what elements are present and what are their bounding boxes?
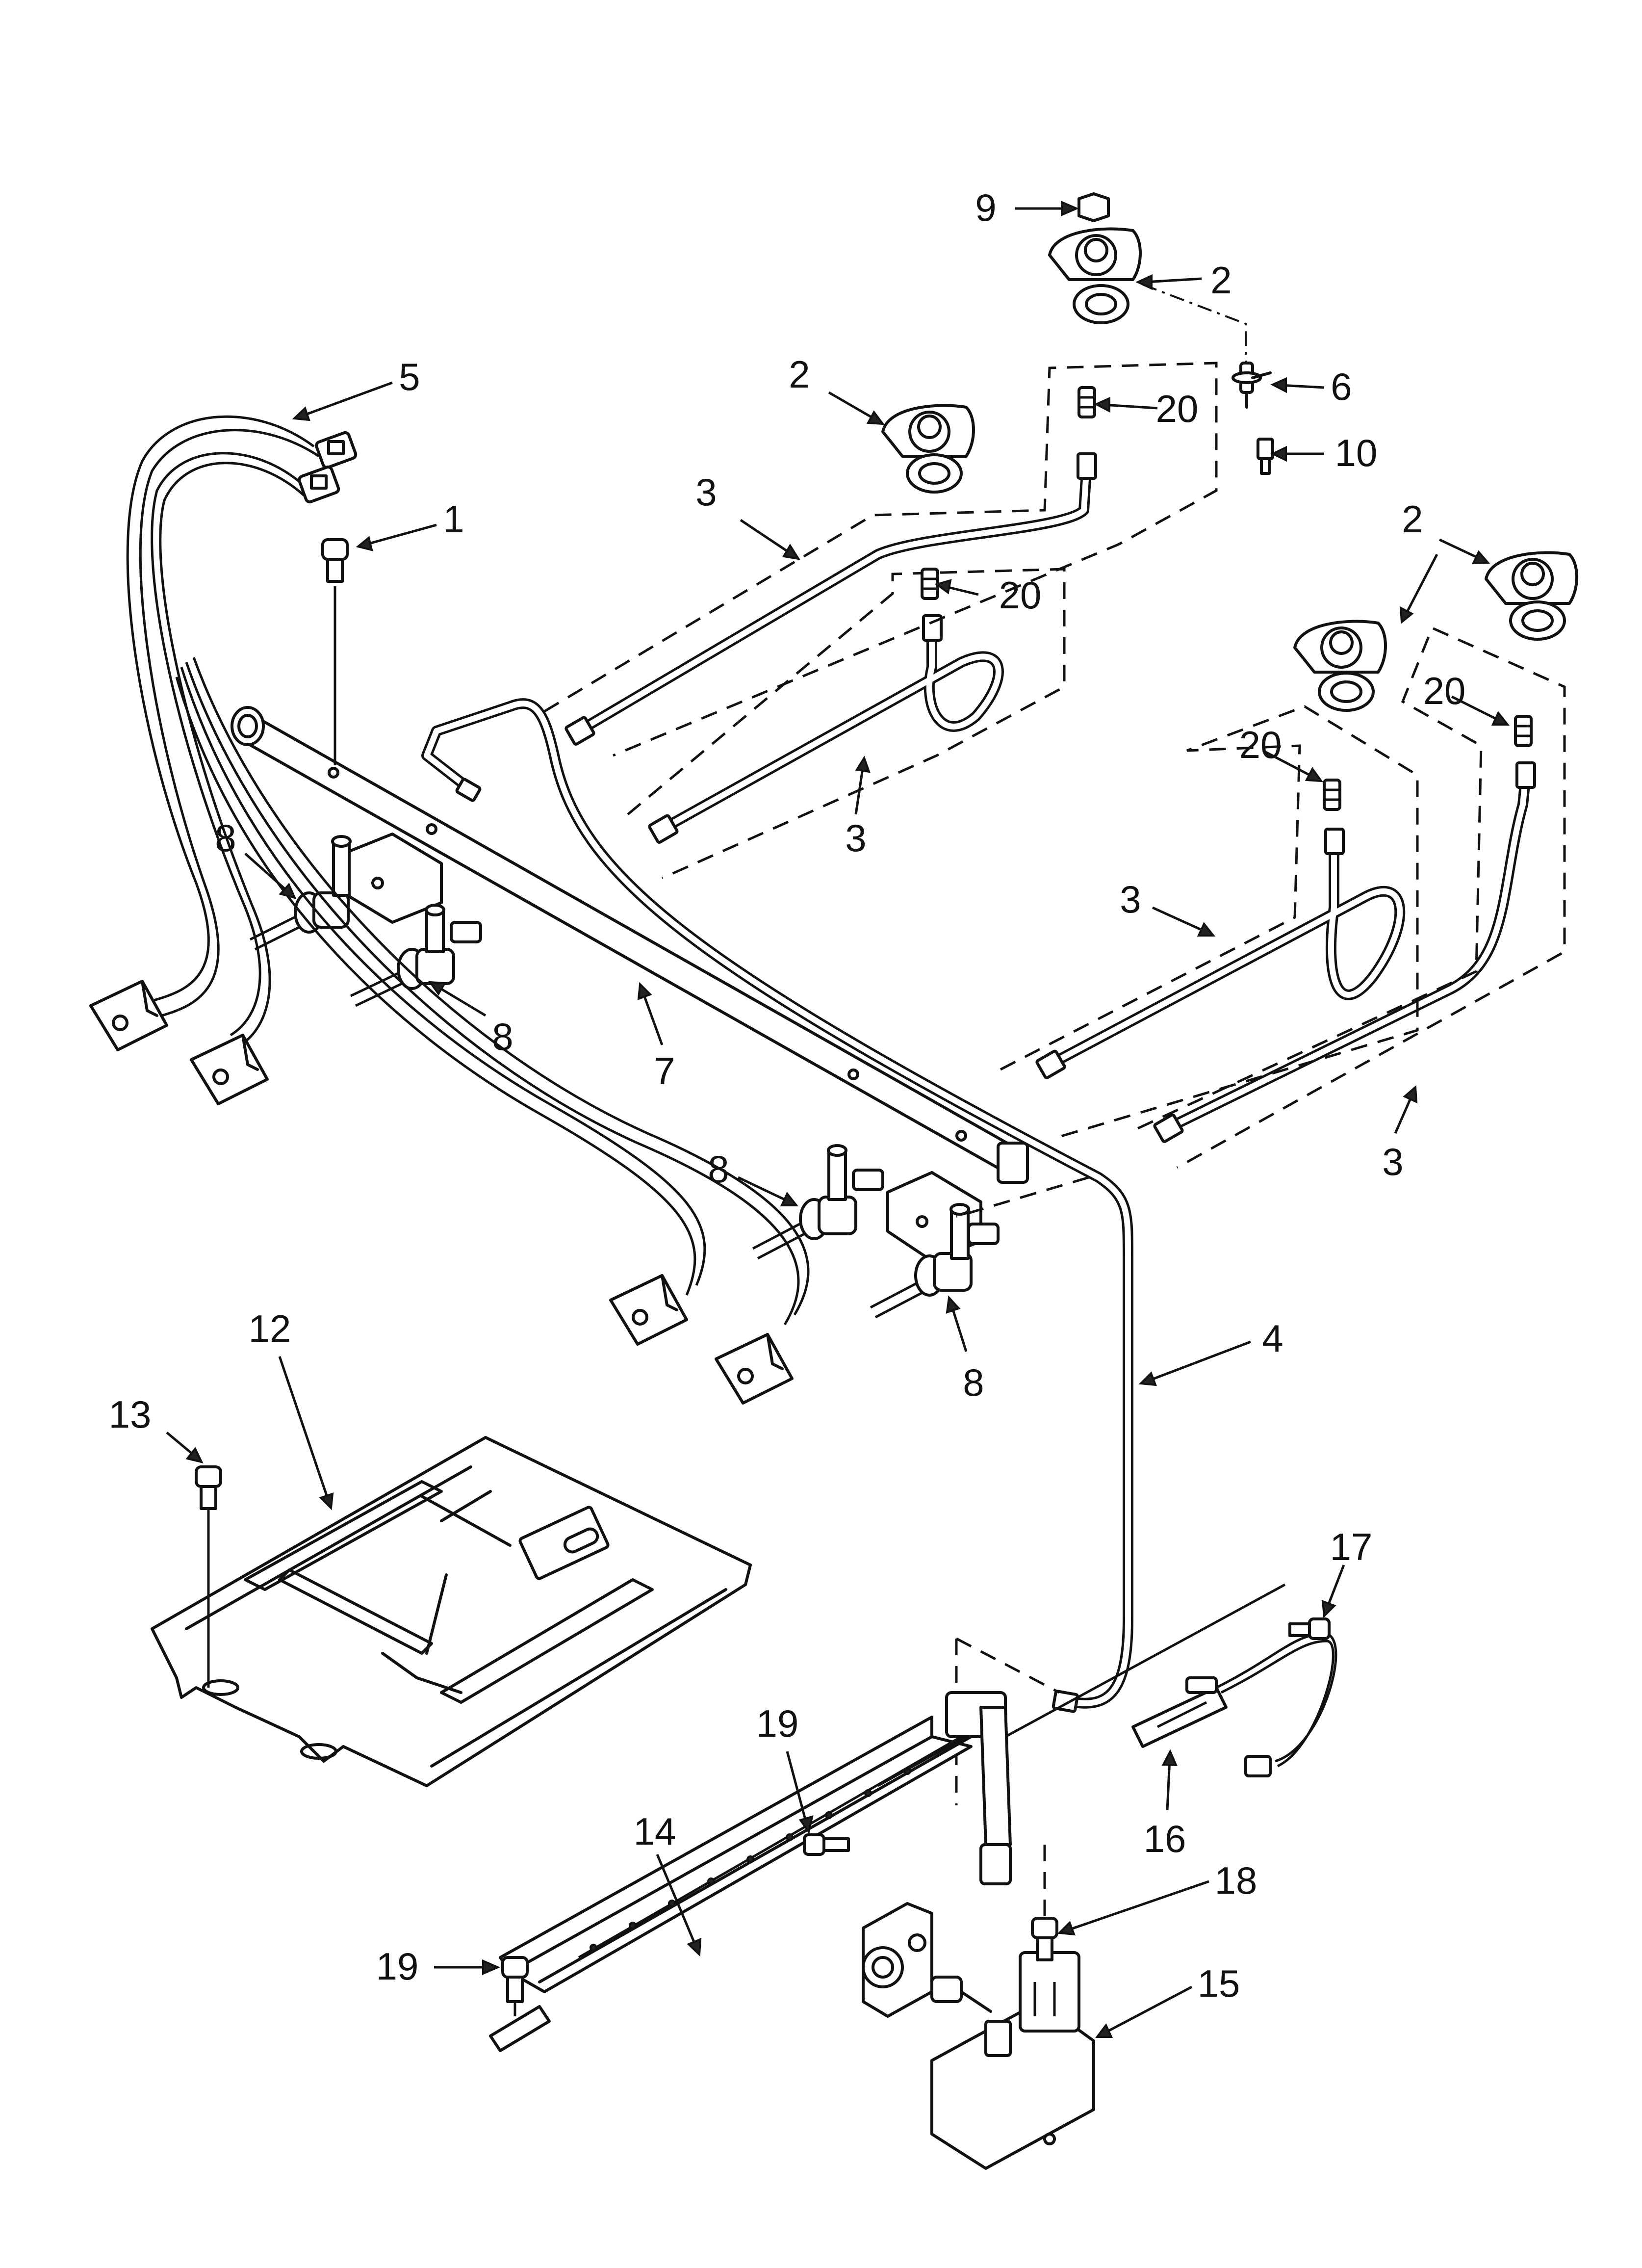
callout-18: 18 [1215,1859,1257,1902]
callout-19: 19 [376,1945,419,1988]
callout-15: 15 [1198,1962,1240,2005]
dashed-outlines [513,284,1566,2036]
callout-20: 20 [999,574,1042,617]
screw-1 [321,538,349,765]
callout-20: 20 [1156,387,1199,430]
callout-20: 20 [1239,723,1282,766]
callout-7: 7 [654,1049,675,1093]
safety-valve-15 [862,1902,1095,2170]
wire-harness [126,415,810,1326]
callout-14: 14 [634,1810,676,1853]
callout-12: 12 [249,1307,291,1350]
oven-burner-14 [489,1583,1286,2052]
screw-19-b [501,1956,529,2003]
callout-4: 4 [1262,1317,1283,1360]
igniter-switch-d [715,1333,794,1405]
callout-3: 3 [1120,878,1141,921]
oven-igniter-16 [1131,1632,1337,1777]
orifice-20-c [1323,779,1341,811]
callout-labels: 9 2 5 2 20 6 10 1 3 20 2 20 20 8 3 3 8 7… [109,186,1466,2005]
callout-8: 8 [963,1361,984,1404]
callout-17: 17 [1330,1525,1373,1568]
callout-5: 5 [399,355,420,398]
burner-head-far-right [1485,551,1578,641]
valve-8-a [249,835,352,951]
valve-8-c [752,1144,884,1260]
callout-3: 3 [1382,1140,1403,1183]
burner-tube-lower-left [648,614,1004,844]
callout-1: 1 [443,497,464,541]
callout-16: 16 [1144,1817,1186,1860]
igniter-electrode-6 [1232,362,1272,409]
igniter-switch-c [609,1274,688,1346]
callout-9: 9 [975,186,996,229]
screw-17 [1288,1617,1331,1640]
screw-18 [1031,1917,1058,1961]
leader-lines [166,200,1510,2038]
callout-2: 2 [789,353,810,396]
main-supply-tube [421,698,1133,1713]
valve-8-b [350,904,482,1007]
callout-8: 8 [708,1147,729,1191]
callout-19: 19 [756,1702,799,1745]
burner-tube-lower-right [1035,828,1406,1079]
screw-19-a [803,1833,850,1856]
screw-13 [195,1465,222,1510]
burner-head-top [1048,227,1142,324]
igniter-switch-a [89,980,168,1051]
igniter-switch-b [190,1034,269,1105]
burner-head-mid-right [1293,620,1387,712]
burner-tube-upper-right [1153,761,1536,1143]
manifold-pipe [231,706,1029,1262]
callout-3: 3 [695,470,717,514]
callout-8: 8 [492,1015,513,1058]
orifice-20-a [1078,386,1096,418]
burner-shield-12 [151,1436,752,1787]
hex-nut-9 [1078,192,1110,222]
orifice-20-d [1514,715,1533,747]
callout-3: 3 [845,816,866,860]
callout-2: 2 [1210,259,1232,302]
screw-10 [1257,438,1274,475]
burner-head-upper-left [881,404,975,494]
callout-13: 13 [109,1393,152,1436]
burner-tube-upper-left [564,452,1097,746]
callout-2: 2 [1402,497,1423,541]
callout-6: 6 [1331,365,1352,408]
valve-8-d [870,1203,1000,1319]
callout-8: 8 [215,816,236,860]
callout-10: 10 [1335,431,1378,474]
callout-20: 20 [1423,669,1466,712]
